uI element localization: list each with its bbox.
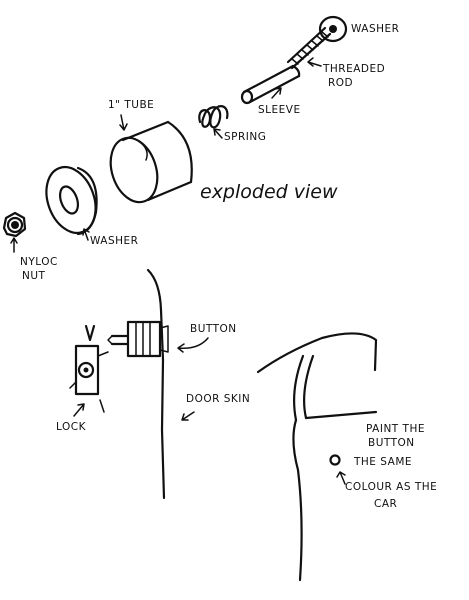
- sleeve-part: [240, 64, 301, 105]
- threaded-rod-part: [286, 26, 332, 70]
- assembly-section: BUTTON LOCK DOOR SKIN: [56, 268, 250, 500]
- nyloc-arrow: [10, 237, 18, 253]
- sleeve-arrow: [271, 87, 282, 99]
- paint-note-line-2: BUTTON: [368, 437, 415, 449]
- lock-label: LOCK: [56, 421, 87, 433]
- door-button-spot: [329, 454, 341, 466]
- lock-arrow: [73, 403, 85, 417]
- nyloc-label-2: NUT: [22, 270, 46, 282]
- sleeve-label: SLEEVE: [258, 104, 301, 116]
- threaded-rod-label-2: ROD: [328, 77, 353, 89]
- paint-note-line-5: CAR: [374, 498, 397, 510]
- tube-arrow: [119, 114, 128, 131]
- paint-note-line-1: PAINT THE: [366, 423, 425, 435]
- paint-note-line-3: THE SAME: [353, 456, 412, 468]
- button-assembly: [107, 320, 169, 358]
- paint-note-line-4: COLOUR AS THE: [345, 481, 437, 493]
- paint-note: PAINT THE BUTTON THE SAME COLOUR AS THE …: [345, 423, 437, 510]
- spring-arrow: [213, 128, 223, 139]
- tube-label: 1" TUBE: [108, 99, 154, 111]
- tube-part: [109, 120, 193, 204]
- exploded-view-title: exploded view: [200, 181, 338, 203]
- threaded-rod-label-1: THREADED: [322, 63, 385, 75]
- threaded-rod-arrow: [307, 57, 322, 67]
- nyloc-label-1: NYLOC: [20, 256, 58, 268]
- door-button-arrow: [336, 471, 346, 485]
- car-door-outline: [256, 332, 378, 582]
- spring-label: SPRING: [224, 131, 266, 143]
- washer-top-label: WASHER: [351, 23, 399, 35]
- door-skin-label: DOOR SKIN: [186, 393, 250, 405]
- spring-part: [198, 105, 229, 129]
- washer-part: [45, 165, 98, 236]
- door-skin-arrow: [181, 411, 195, 421]
- nyloc-nut-part: [2, 211, 27, 238]
- door-skin-line: [146, 268, 166, 500]
- button-arrow: [177, 337, 209, 353]
- washer-arrow: [82, 228, 90, 241]
- button-label: BUTTON: [190, 323, 237, 335]
- exploded-view: WASHER THREADED ROD SLEEVE SPRING: [2, 15, 399, 282]
- top-washer-part: [318, 15, 348, 43]
- lock-mechanism: [69, 324, 109, 413]
- washer-label: WASHER: [90, 235, 138, 247]
